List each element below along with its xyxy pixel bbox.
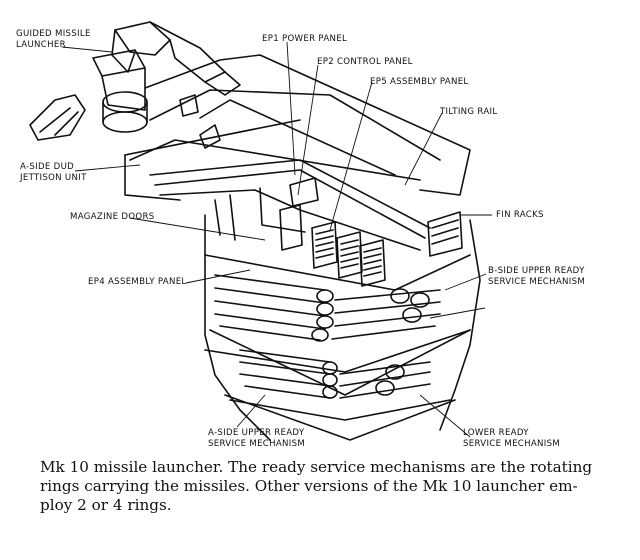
label-ep2-control-panel: EP2 CONTROL PANEL — [317, 57, 413, 67]
label-guided-missile-launcher: GUIDED MISSILE LAUNCHER — [16, 29, 91, 50]
label-ep1-power-panel: EP1 POWER PANEL — [262, 34, 348, 44]
launcher-arm — [92, 21, 241, 133]
label-lower-ready-service-mechanism: LOWER READY SERVICE MECHANISM — [463, 428, 561, 449]
dud-jettison-unit — [29, 94, 86, 141]
label-ep5-assembly-panel: EP5 ASSEMBLY PANEL — [370, 77, 469, 87]
label-magazine-doors: MAGAZINE DOORS — [70, 212, 155, 222]
label-a-side-dud-jettison-unit: A-SIDE DUD JETTISON UNIT — [20, 162, 87, 183]
figure-caption: Mk 10 missile launcher. The ready servic… — [40, 458, 620, 515]
label-tilting-rail: TILTING RAIL — [440, 107, 498, 117]
lower-ready-service-ring — [229, 349, 451, 421]
hull — [204, 214, 481, 441]
caption-line-2: rings carrying the missiles. Other versi… — [40, 477, 578, 495]
upper-ready-service-ring — [204, 274, 471, 373]
tilting-rail — [149, 159, 431, 251]
label-ep4-assembly-panel: EP4 ASSEMBLY PANEL — [88, 277, 187, 287]
label-b-side-upper-ready-service-mechanism: B-SIDE UPPER READY SERVICE MECHANISM — [488, 266, 586, 287]
label-fin-racks: FIN RACKS — [496, 210, 544, 220]
label-a-side-upper-ready-service-mechanism: A-SIDE UPPER READY SERVICE MECHANISM — [208, 428, 306, 449]
caption-line-3: ploy 2 or 4 rings. — [40, 496, 172, 514]
launcher-cutaway-drawing — [29, 21, 492, 441]
caption-line-1: Mk 10 missile launcher. The ready servic… — [40, 458, 593, 476]
deck-top — [124, 54, 471, 201]
panels — [279, 177, 463, 287]
